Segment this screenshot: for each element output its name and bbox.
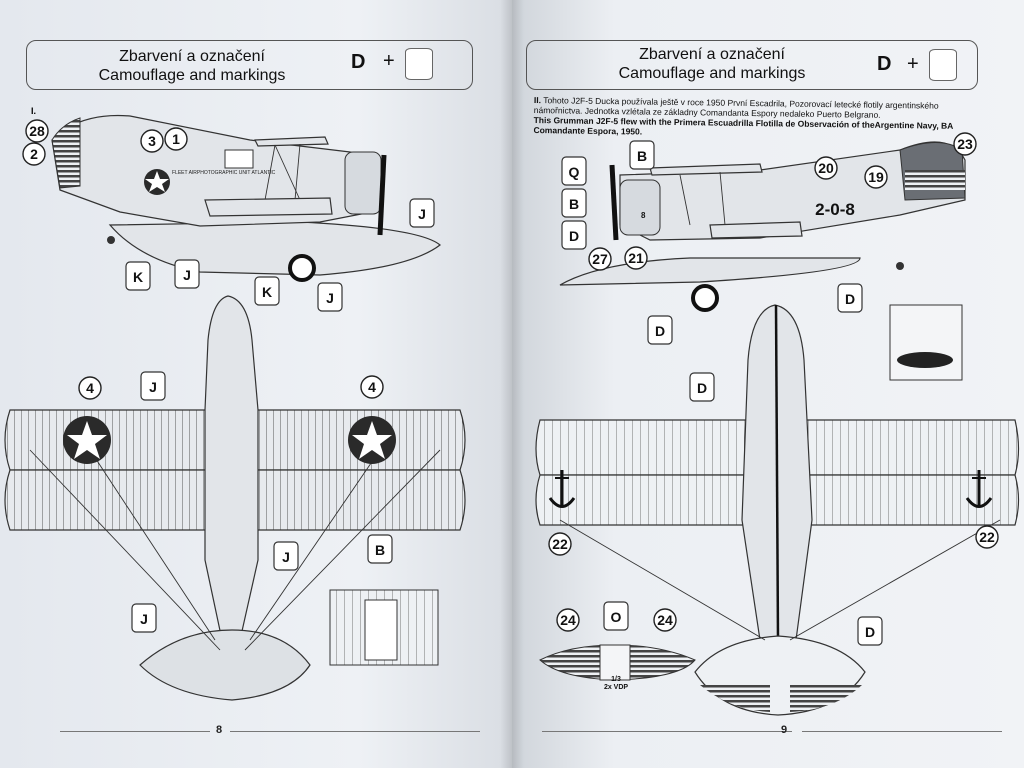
paint-label: J [140, 611, 148, 627]
paint-label: Q [569, 164, 580, 180]
footer-rule-left [60, 731, 210, 732]
tailplane-left [139, 629, 311, 701]
plus-right: + [907, 53, 919, 75]
paint-label: D [655, 323, 665, 339]
callout-number: 4 [368, 379, 376, 395]
page-number-left: 8 [216, 724, 223, 736]
title-en-left: Camouflage and markings [98, 67, 286, 84]
serial-number: 2-0-8 [815, 200, 855, 219]
anchor-icon [548, 470, 576, 508]
engine-cowling [344, 151, 382, 215]
callout-number: 19 [868, 169, 884, 185]
main-float [108, 221, 441, 276]
callout-number: 21 [628, 250, 644, 266]
title-box-left: Zbarvení a označení Camouflage and marki… [26, 40, 473, 90]
footer-rule-right [542, 731, 792, 732]
title-box-right: Zbarvení a označení Camouflage and marki… [526, 40, 978, 90]
left-top-view [4, 295, 466, 701]
fuselage-top-left [204, 295, 259, 641]
callout-number: 24 [560, 612, 576, 628]
tail-note-2: 2x VDP [604, 684, 628, 691]
propeller [377, 154, 387, 236]
tail-note: 1/3 [611, 676, 621, 683]
footer-rule-left-2 [230, 731, 480, 732]
title-en-right: Camouflage and markings [618, 65, 806, 82]
title-left: Zbarvení a označení Camouflage and marki… [27, 47, 357, 85]
paint-can-icon [405, 48, 433, 80]
book-gutter [500, 0, 524, 768]
callout-number: 20 [818, 160, 834, 176]
paint-label: K [262, 284, 272, 300]
fuselage-number: 8 [641, 211, 646, 220]
paint-label: D [845, 291, 855, 307]
paint-label: J [418, 206, 426, 222]
tailplane-right [694, 635, 866, 716]
paint-label: B [637, 148, 647, 164]
paint-label: D [697, 380, 707, 396]
callout-number: 2 [30, 146, 38, 162]
paint-code-right: D [877, 53, 892, 75]
paint-label: B [375, 542, 385, 558]
scheme-number-left: I. [31, 106, 37, 116]
paint-label: D [865, 624, 875, 640]
paint-label: D [569, 228, 579, 244]
title-right: Zbarvení a označení Camouflage and marki… [547, 45, 877, 83]
lower-wing-side [204, 197, 333, 217]
callout-number: 27 [592, 251, 608, 267]
callout-number: 23 [957, 136, 973, 152]
footer-rule-right-2 [802, 731, 1002, 732]
paint-label: J [149, 379, 157, 395]
right-top-view: 1/3 2x VDP [535, 304, 1020, 716]
paint-label: K [133, 269, 143, 285]
title-cz-right: Zbarvení a označení [639, 46, 785, 63]
wheel-right [691, 284, 719, 312]
callout-number: 3 [148, 133, 156, 149]
detail-inset-right [889, 304, 963, 381]
left-side-view: FLEET AIRPHOTOGRAPHIC UNIT ATLANTIC [51, 114, 441, 282]
upper-wing-side [254, 136, 329, 147]
paint-label: J [282, 549, 290, 565]
rudder-stripes [51, 117, 81, 189]
propeller-right [609, 164, 619, 241]
numbered-callouts: 28 2 3 1 4 4 23 20 19 27 21 22 22 24 24 [22, 119, 999, 632]
paint-can-icon [929, 49, 957, 81]
paint-label: J [183, 267, 191, 283]
plus-left: + [383, 50, 395, 72]
title-cz-left: Zbarvení a označení [119, 48, 265, 65]
callout-number: 1 [172, 131, 180, 147]
callout-number: 24 [657, 612, 673, 628]
callout-number: 22 [979, 529, 995, 545]
callout-number: 22 [552, 536, 568, 552]
paint-label: O [611, 609, 622, 625]
paint-label: J [326, 290, 334, 306]
callout-number: 28 [29, 123, 45, 139]
callout-number: 4 [86, 380, 94, 396]
paint-label: B [569, 196, 579, 212]
page-number-right: 9 [781, 724, 788, 736]
fuselage-text: FLEET AIRPHOTOGRAPHIC UNIT ATLANTIC [172, 170, 276, 176]
anchor-icon [965, 470, 993, 508]
upper-wing-right [649, 163, 763, 176]
callout-circle [25, 119, 49, 143]
wheel-left [288, 254, 316, 282]
paint-labels: J K J K J J J J B B Q B D D D D O D [125, 140, 883, 646]
paint-code-left: D [351, 51, 366, 73]
